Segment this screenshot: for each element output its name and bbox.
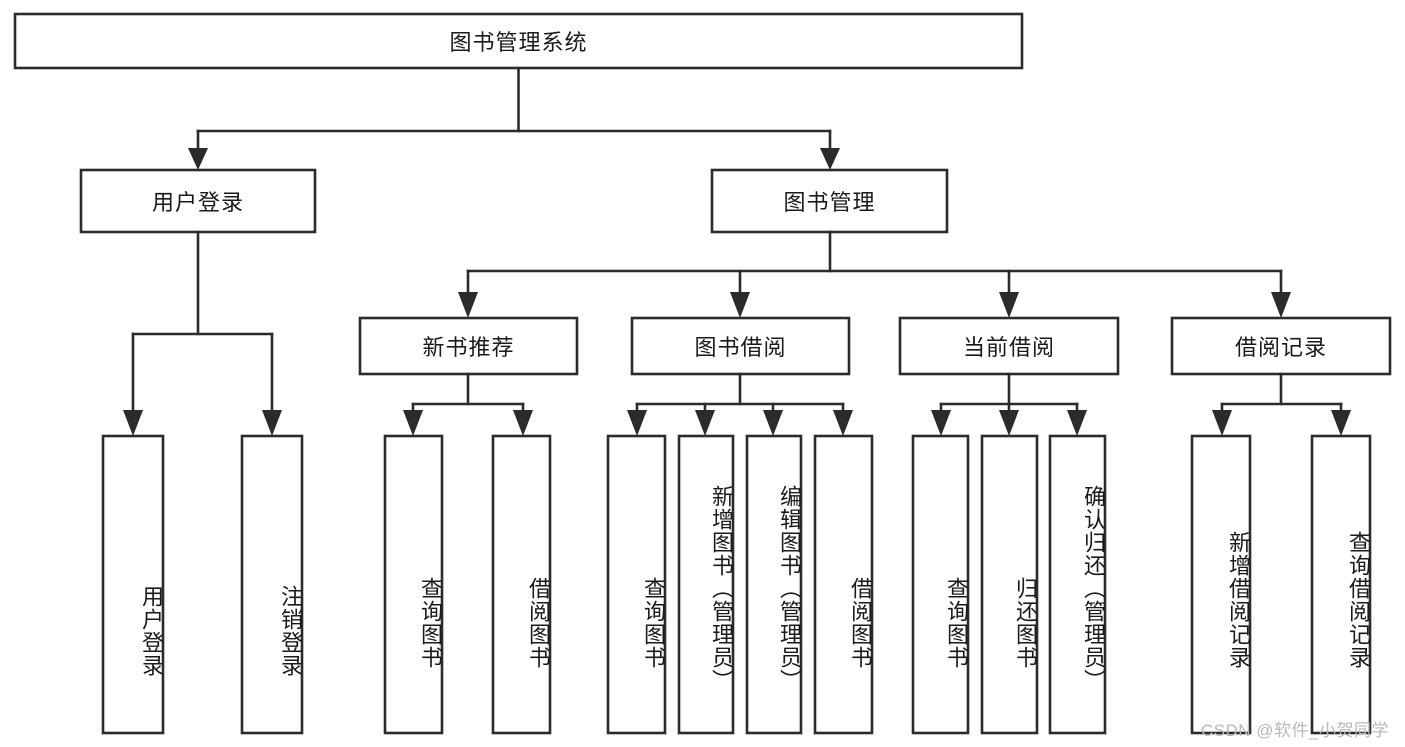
leaf-record-add-box[interactable] [1190,434,1252,735]
arrow-head-leaf-user-logout [262,410,282,436]
arrow-head-book-borrow [730,292,750,318]
leaf-rec-query-box[interactable] [383,434,444,735]
leaf-current-query-box[interactable] [911,434,970,735]
arrow-head-user-login [188,148,208,170]
leaf-user-login-box[interactable] [101,434,165,735]
leaf-borrow-query-box[interactable] [606,434,667,735]
leaf-borrow-edit-box[interactable] [745,434,803,735]
arrow-head-leaf-borrow-query [627,410,647,436]
arrow-head-leaf-current-return [999,410,1019,436]
arrow-head-leaf-record-query [1331,410,1351,436]
arrow-head-leaf-borrow-add [695,410,715,436]
arrow-head-leaf-current-query [931,410,951,436]
leaf-borrow-add-box[interactable] [677,434,735,735]
arrow-head-current-borrow [999,292,1019,318]
node-book-manage-box[interactable] [710,168,949,234]
arrow-head-book-manage [820,148,840,170]
arrow-head-leaf-record-add [1212,410,1232,436]
arrow-head-leaf-rec-borrow [513,410,533,436]
leaf-borrow-lend-box[interactable] [813,434,874,735]
node-user-login-box[interactable] [79,168,317,234]
leaf-current-return-box[interactable] [980,434,1039,735]
arrow-head-leaf-borrow-edit [763,410,783,436]
arrow-head-leaf-user-login [123,410,143,436]
arrow-head-borrow-record [1271,292,1291,318]
node-new-book-rec-box[interactable] [358,316,579,376]
arrow-head-leaf-rec-query [403,410,423,436]
leaf-user-logout-box[interactable] [240,434,304,735]
arrow-head-leaf-current-confirm [1067,410,1087,436]
node-book-borrow-box[interactable] [630,316,851,376]
node-root-box[interactable] [13,12,1024,70]
leaf-rec-borrow-box[interactable] [491,434,552,735]
leaf-current-confirm-box[interactable] [1048,434,1107,735]
node-borrow-record-box[interactable] [1170,316,1392,376]
arrow-head-new-book-rec [458,292,478,318]
node-current-borrow-box[interactable] [898,316,1120,376]
leaf-record-query-box[interactable] [1310,434,1372,735]
arrow-head-leaf-borrow-lend [833,410,853,436]
